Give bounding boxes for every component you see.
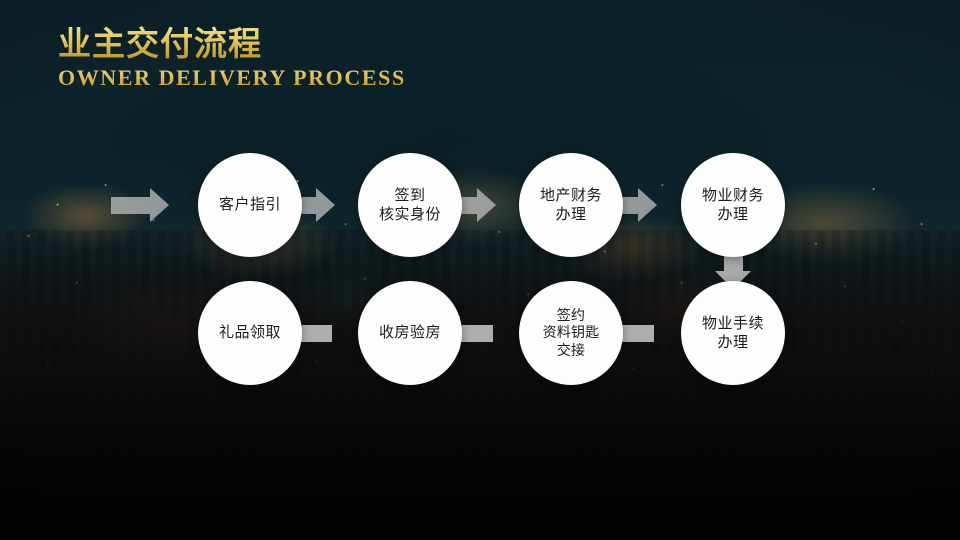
flow-node[interactable]: 地产财务 办理 (519, 153, 623, 257)
flow-node-label: 物业财务 办理 (701, 186, 764, 224)
flow-node[interactable]: 签约 资料钥匙 交接 (519, 281, 623, 385)
flow-node-label: 签到 核实身份 (378, 186, 441, 224)
flow-node[interactable]: 物业财务 办理 (681, 153, 785, 257)
flow-node-label: 物业手续 办理 (701, 314, 764, 352)
flow-node[interactable]: 签到 核实身份 (358, 153, 462, 257)
flow-node[interactable]: 礼品领取 (198, 281, 302, 385)
page-title-chinese: 业主交付流程 (58, 25, 406, 63)
flow-node-label: 收房验房 (378, 324, 441, 342)
flow-node-label: 客户指引 (218, 196, 281, 214)
flow-node[interactable]: 客户指引 (198, 153, 302, 257)
flow-node[interactable]: 收房验房 (358, 281, 462, 385)
page-title-english: OWNER DELIVERY PROCESS (58, 64, 406, 90)
background-foreground-trees (0, 370, 960, 540)
flow-node-label: 礼品领取 (218, 324, 281, 342)
flow-node[interactable]: 物业手续 办理 (681, 281, 785, 385)
flow-node-label: 签约 资料钥匙 交接 (542, 306, 600, 358)
flow-arrow-right (111, 188, 169, 222)
flow-node-label: 地产财务 办理 (539, 186, 602, 224)
title-block: 业主交付流程 OWNER DELIVERY PROCESS (58, 25, 406, 90)
